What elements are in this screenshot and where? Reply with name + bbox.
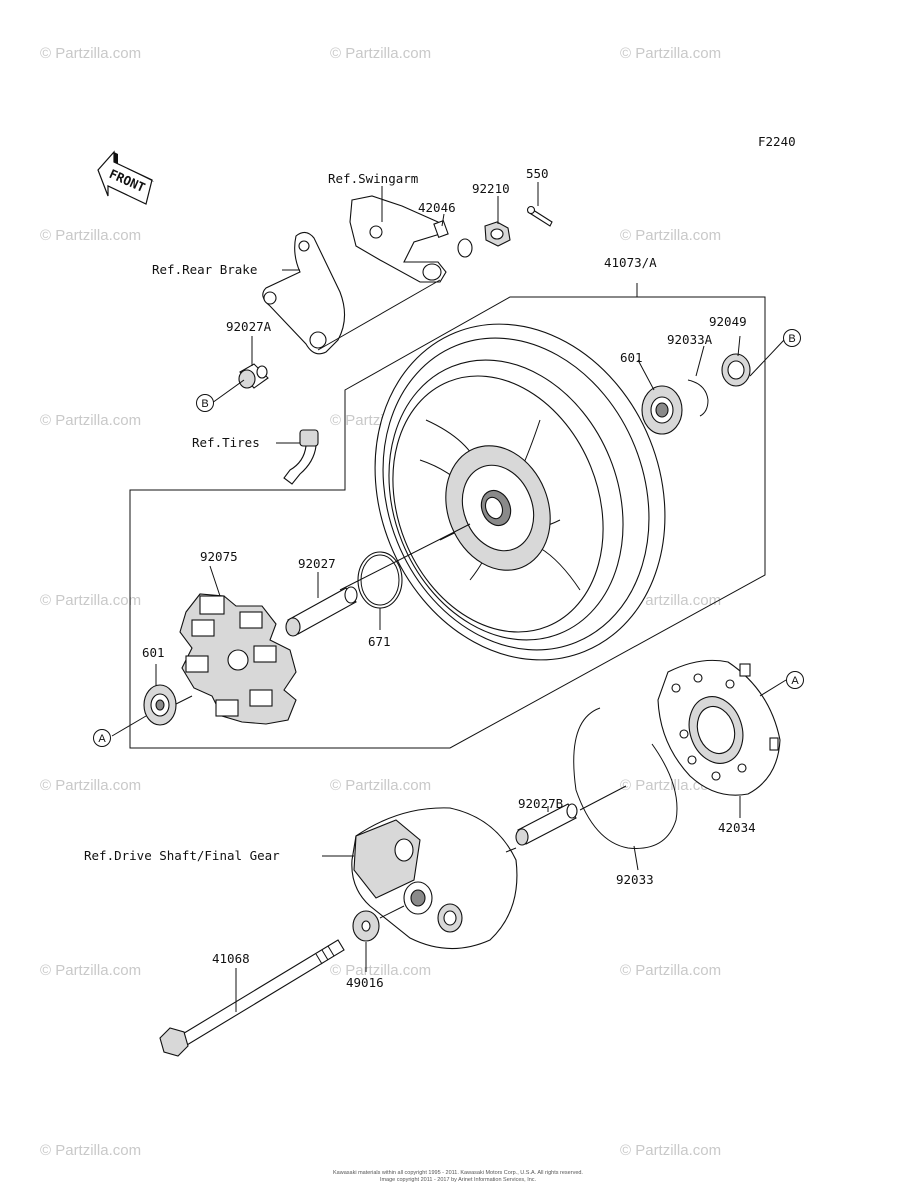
marker-a-left: A [93, 729, 111, 747]
figure-code: F2240 [758, 134, 796, 149]
label-92210: 92210 [472, 181, 510, 196]
valve-stem [283, 429, 319, 485]
label-92033: 92033 [616, 872, 654, 887]
watermark: © Partzilla.com [330, 45, 431, 62]
label-601-left: 601 [142, 645, 165, 660]
watermark: © Partzilla.com [40, 777, 141, 794]
label-42046: 42046 [418, 200, 456, 215]
watermark: © Partzilla.com [40, 412, 141, 429]
label-41068: 41068 [212, 951, 250, 966]
part-92210-washer [457, 238, 473, 258]
label-92033a: 92033A [667, 332, 713, 347]
rear-wheel [374, 323, 666, 661]
marker-a-right: A [786, 671, 804, 689]
label-92075: 92075 [200, 549, 238, 564]
part-92033-circlip [573, 707, 678, 849]
assembly-bracket [129, 283, 766, 749]
part-92027b-collar [515, 803, 578, 846]
label-92049: 92049 [709, 314, 747, 329]
marker-b-right: B [783, 329, 801, 347]
part-42034-coupling [657, 659, 781, 796]
part-601-bearing-left [143, 684, 177, 726]
swingarm-part [349, 195, 447, 283]
watermark: © Partzilla.com [620, 1142, 721, 1159]
part-92033a-circlip [687, 379, 709, 417]
leader-lines [111, 182, 787, 1012]
label-671: 671 [368, 634, 391, 649]
watermark: © Partzilla.com [330, 962, 431, 979]
marker-b-left: B [196, 394, 214, 412]
label-92027a: 92027A [226, 319, 272, 334]
front-arrow-icon: FRONT [97, 150, 154, 205]
watermark: © Partzilla.com [40, 962, 141, 979]
part-49016-washer [352, 910, 380, 942]
watermark: © Partzilla.com [40, 592, 141, 609]
label-49016: 49016 [346, 975, 384, 990]
watermark: © Partzilla.com [40, 1142, 141, 1159]
ref-tires: Ref.Tires [192, 435, 260, 450]
part-671-o-ring [357, 551, 403, 609]
ref-drive-shaft: Ref.Drive Shaft/Final Gear [84, 848, 280, 863]
watermark: © Partzilla.com [330, 777, 431, 794]
label-92027b: 92027B [518, 796, 563, 811]
watermark: © Partzilla.com [620, 45, 721, 62]
svg-text:B: B [201, 398, 208, 410]
final-gear-case [351, 807, 518, 950]
watermark: © Partzilla.com [40, 45, 141, 62]
svg-text:A: A [98, 733, 106, 745]
watermark: © Partzilla.com [620, 227, 721, 244]
footer-image-copyright: Image copyright 2011 - 2017 by Arinet In… [380, 1177, 537, 1183]
label-601-top: 601 [620, 350, 643, 365]
part-42046-stud [433, 220, 449, 238]
svg-text:B: B [788, 333, 795, 345]
watermark: © Partzilla.com [620, 962, 721, 979]
part-nut [484, 221, 511, 247]
rear-brake-bracket [262, 231, 346, 355]
part-550-cotter-pin [526, 205, 553, 227]
footer-copyright: Kawasaki materials within all copyright … [333, 1170, 583, 1176]
part-92049-seal [721, 353, 751, 387]
part-41068-axle [159, 939, 345, 1057]
ref-swingarm: Ref.Swingarm [328, 171, 418, 186]
watermark: © Partzilla.com [40, 227, 141, 244]
label-41073a: 41073/A [604, 255, 657, 270]
label-92027: 92027 [298, 556, 336, 571]
label-42034: 42034 [718, 820, 756, 835]
part-92027-collar [285, 586, 358, 637]
label-550: 550 [526, 166, 549, 181]
part-601-bearing-top [641, 385, 683, 435]
part-92075-damper [179, 593, 297, 725]
part-92027a-collar [238, 363, 269, 389]
svg-text:A: A [791, 675, 799, 687]
ref-rear-brake: Ref.Rear Brake [152, 262, 257, 277]
